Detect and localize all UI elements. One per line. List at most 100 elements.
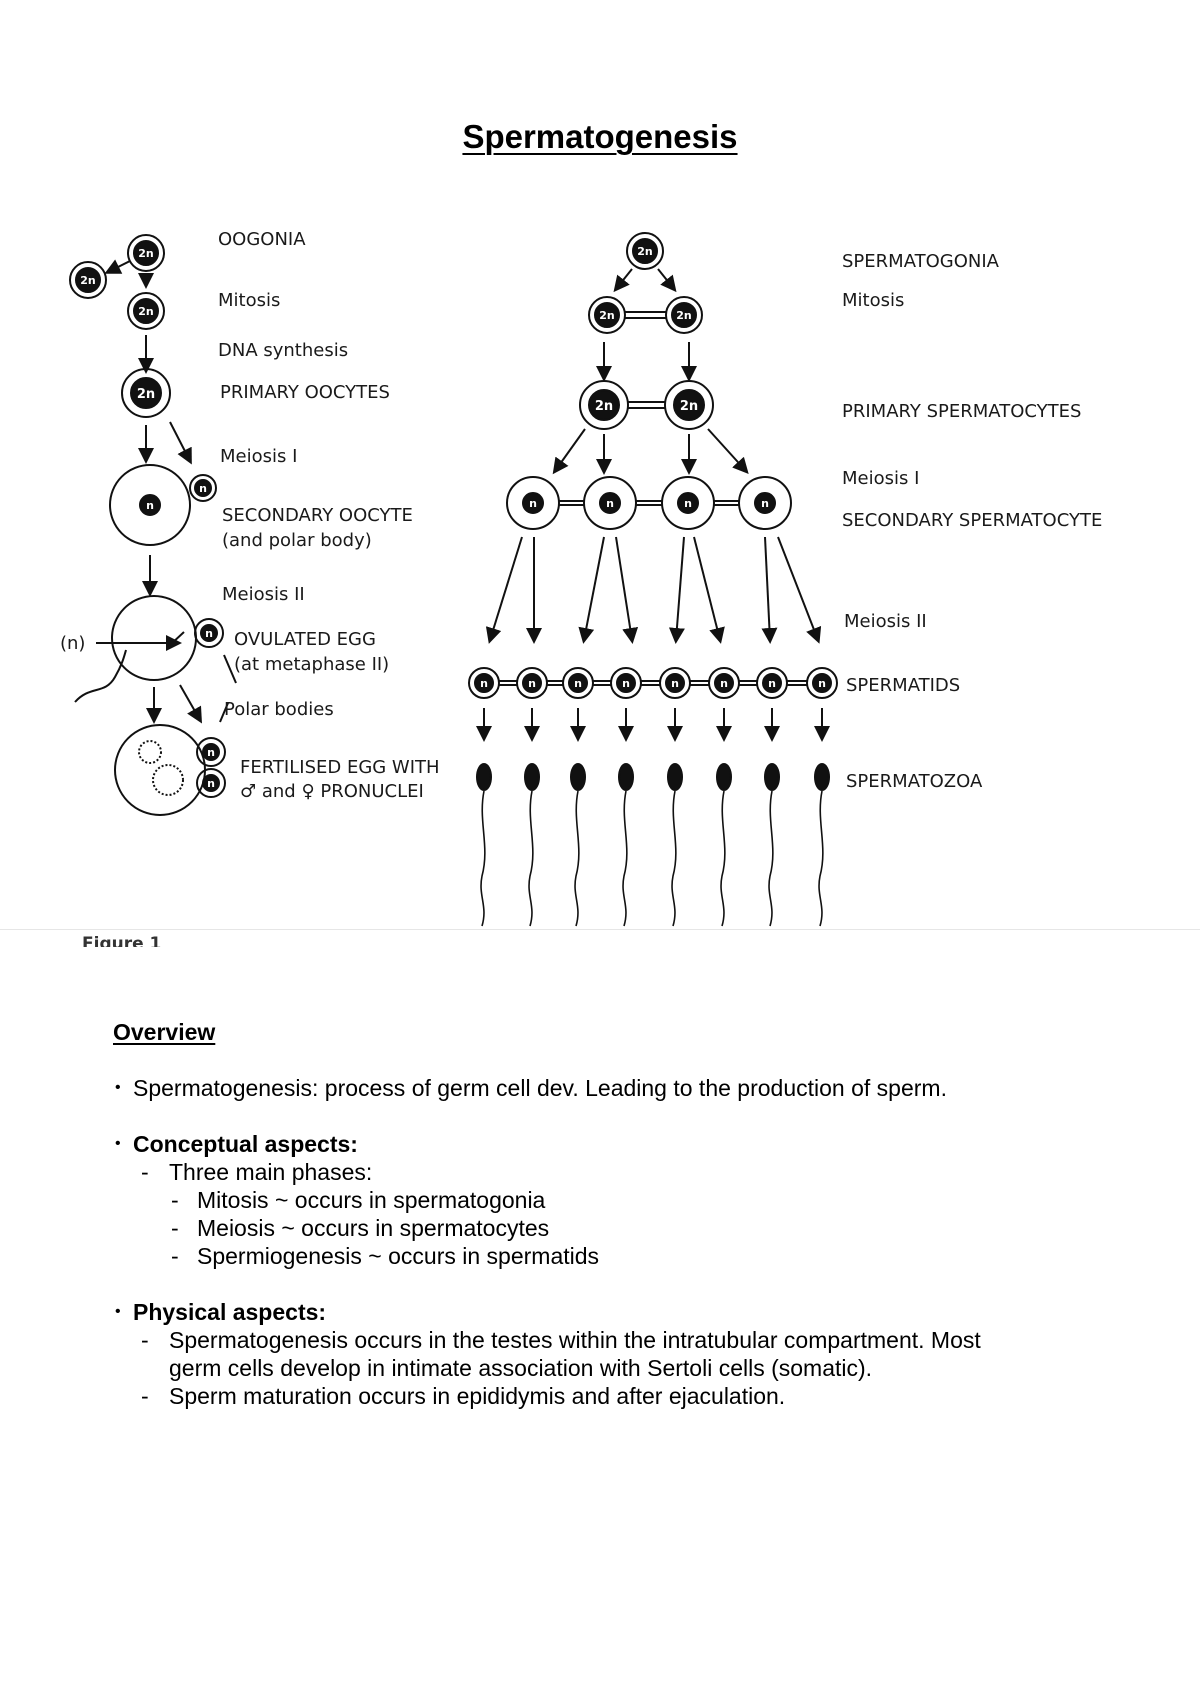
spermatogonia-pair: 2n 2n [589,297,702,333]
phase-text: Mitosis ~ occurs in spermatogonia [197,1187,545,1213]
sub-item-phases: - Three main phases: [113,1158,1113,1186]
cytoplasmic-bridge [593,681,611,685]
spermatozoon [765,764,779,926]
svg-text:n: n [720,677,728,690]
svg-text:2n: 2n [137,387,155,402]
fertilised-polar-body-2: n [197,769,225,797]
cytoplasmic-bridge [787,681,807,685]
dash: - [171,1214,179,1242]
label-spermatogonia: SPERMATOGONIA [842,251,1000,272]
label-primary-spermatocytes: PRIMARY SPERMATOCYTES [842,401,1081,422]
label-secondary-oocyte: SECONDARY OOCYTE [222,505,413,526]
page-title: Spermatogenesis [0,118,1200,156]
figure-caption: Figure 1 [82,933,161,947]
dash: - [171,1242,179,1270]
svg-text:2n: 2n [138,247,154,260]
spermatozoon [815,764,829,926]
physical-item1-line1: Spermatogenesis occurs in the testes wit… [169,1327,981,1353]
oogonium-cell: 2n [128,235,164,271]
label-sperm-meiosis2: Meiosis II [844,611,927,632]
primary-spermatocytes-pair: 2n 2n [580,381,713,429]
label-spermatozoa: SPERMATOZOA [846,771,983,792]
sub-item-physical-2: - Sperm maturation occurs in epididymis … [113,1382,1113,1410]
physical-item1-line2: germ cells develop in intimate associati… [113,1354,1113,1382]
ovulated-egg-cell [112,596,196,680]
spermatid-cell: n [709,668,739,698]
label-fertilised-egg-note: ♂ and ♀ PRONUCLEI [240,781,424,802]
phase-item: - Mitosis ~ occurs in spermatogonia [113,1186,1113,1214]
label-oocyte-meiosis2: Meiosis II [222,584,305,605]
figure-1: 2n 2n 2n 2n n n [0,215,1200,965]
figure-divider [0,929,1200,930]
cytoplasmic-bridge [499,681,517,685]
label-oogonia: OOGONIA [218,229,306,250]
svg-text:n: n [480,677,488,690]
label-secondary-oocyte-note: (and polar body) [222,530,372,551]
physical-heading: Physical aspects: [133,1299,326,1325]
label-secondary-spermatocyte: SECONDARY SPERMATOCYTE [842,510,1102,531]
physical-item2: Sperm maturation occurs in epididymis an… [169,1383,785,1409]
label-oocyte-meiosis1: Meiosis I [220,446,297,467]
svg-text:2n: 2n [599,309,615,322]
spermatid-cell: n [807,668,837,698]
svg-text:n: n [199,482,207,495]
spermatozoon [477,764,491,926]
spermatid-cell: n [469,668,499,698]
phase-item: - Meiosis ~ occurs in spermatocytes [113,1214,1113,1242]
svg-text:n: n [768,677,776,690]
phases-intro: Three main phases: [169,1159,372,1185]
spermatogenesis-diagram: 2n 2n 2n 2n n n [0,215,1200,935]
phase-text: Spermiogenesis ~ occurs in spermatids [197,1243,599,1269]
label-sperm-meiosis1: Meiosis I [842,468,919,489]
polar-body-cell: n [190,475,216,501]
oogenesis-diagram: 2n 2n 2n 2n n n [70,235,236,815]
svg-text:n: n [207,777,215,790]
svg-text:2n: 2n [595,399,613,414]
spermatozoon [525,764,539,926]
spermatozoon [668,764,682,926]
cytoplasmic-bridge [641,681,660,685]
intro-text: Spermatogenesis: process of germ cell de… [133,1075,947,1101]
svg-text:n: n [606,497,614,510]
label-primary-oocytes: PRIMARY OOCYTES [220,382,390,403]
svg-text:2n: 2n [80,274,96,287]
secondary-spermatocytes-row: n n n n [507,477,791,529]
bullet-conceptual: • Conceptual aspects: [113,1130,1113,1158]
notes-section: Overview • Spermatogenesis: process of g… [113,1018,1113,1410]
label-polar-bodies: Polar bodies [224,699,334,720]
bullet-intro: • Spermatogenesis: process of germ cell … [113,1074,1113,1102]
svg-text:2n: 2n [680,399,698,414]
spermatozoon [619,764,633,926]
label-sperm-n: (n) [60,633,85,654]
label-spermatids: SPERMATIDS [846,675,960,696]
conceptual-heading: Conceptual aspects: [133,1131,358,1157]
svg-text:2n: 2n [138,305,154,318]
spermatid-cell: n [757,668,787,698]
svg-text:n: n [761,497,769,510]
spermatid-cell: n [517,668,547,698]
spermatogonium-cell: 2n [627,233,663,269]
svg-text:n: n [684,497,692,510]
spermatid-cell: n [660,668,690,698]
dash: - [171,1186,179,1214]
cytoplasmic-bridge [547,681,563,685]
bullet-dot: • [115,1074,121,1102]
label-ovulated-egg: OVULATED EGG [234,629,376,650]
meiosis2-arrows [490,537,818,640]
spermatozoa-row [477,764,829,926]
label-ovulated-egg-note: (at metaphase II) [234,654,389,675]
svg-text:n: n [622,677,630,690]
bullet-dot: • [115,1130,121,1158]
svg-text:2n: 2n [676,309,692,322]
phase-item: - Spermiogenesis ~ occurs in spermatids [113,1242,1113,1270]
cytoplasmic-bridge [739,681,757,685]
phase-text: Meiosis ~ occurs in spermatocytes [197,1215,549,1241]
dash: - [141,1326,149,1354]
spermatozoon [717,764,731,926]
spermatid-cell: n [563,668,593,698]
svg-text:n: n [818,677,826,690]
bullet-physical: • Physical aspects: [113,1298,1113,1326]
cytoplasmic-bridge [690,681,709,685]
svg-text:2n: 2n [637,245,653,258]
